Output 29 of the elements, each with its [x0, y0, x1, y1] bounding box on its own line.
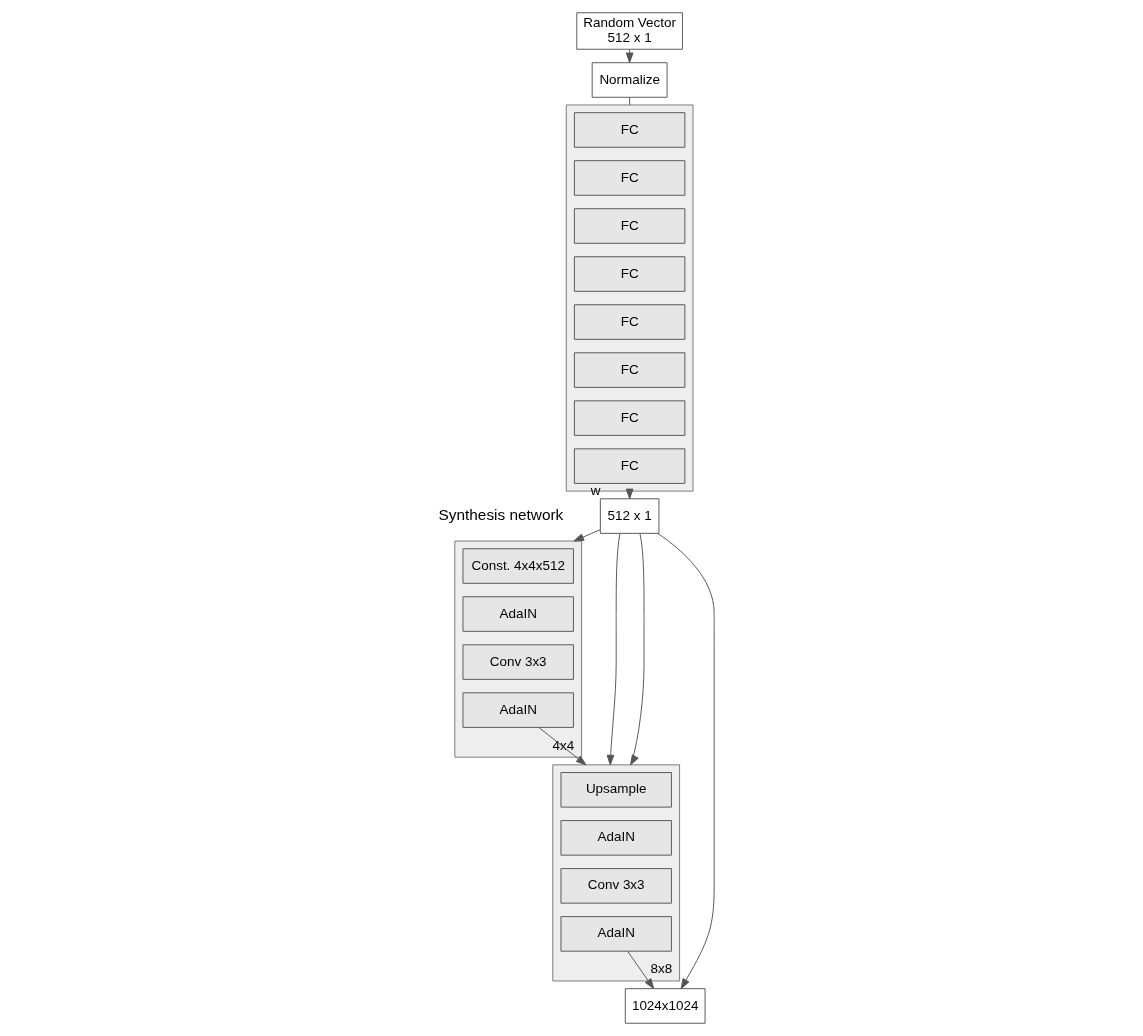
node-box: FC [573, 304, 685, 340]
arrow [629, 533, 644, 766]
node-box: Upsample [559, 772, 672, 808]
arrow [626, 951, 654, 989]
node-box: Conv 3x3 [462, 644, 574, 680]
node-box: FC [573, 400, 685, 436]
label: Synthesis network [438, 505, 563, 523]
node-box: FC [573, 352, 685, 388]
arrow [572, 529, 601, 542]
node-box: Random Vector 512 x 1 [575, 12, 683, 50]
node-box: AdaIN [462, 596, 574, 632]
node-box: 512 x 1 [599, 498, 659, 534]
node-box: AdaIN [559, 916, 672, 952]
node-box: AdaIN [462, 692, 574, 728]
connector [628, 97, 630, 106]
node-box: FC [573, 256, 685, 292]
node-box: FC [573, 448, 685, 484]
node-box: Conv 3x3 [559, 868, 672, 904]
node-box: FC [573, 208, 685, 244]
node-box: FC [573, 160, 685, 196]
arrow [538, 727, 586, 766]
arrow [656, 532, 715, 990]
node-box: Const. 4x4x512 [462, 548, 574, 584]
node-box: 1024x1024 [624, 988, 705, 1024]
node-box: AdaIN [559, 820, 672, 856]
node-box: Normalize [591, 62, 668, 98]
node-box: FC [573, 112, 685, 148]
node-label: w [590, 483, 600, 499]
arrow [606, 533, 620, 766]
